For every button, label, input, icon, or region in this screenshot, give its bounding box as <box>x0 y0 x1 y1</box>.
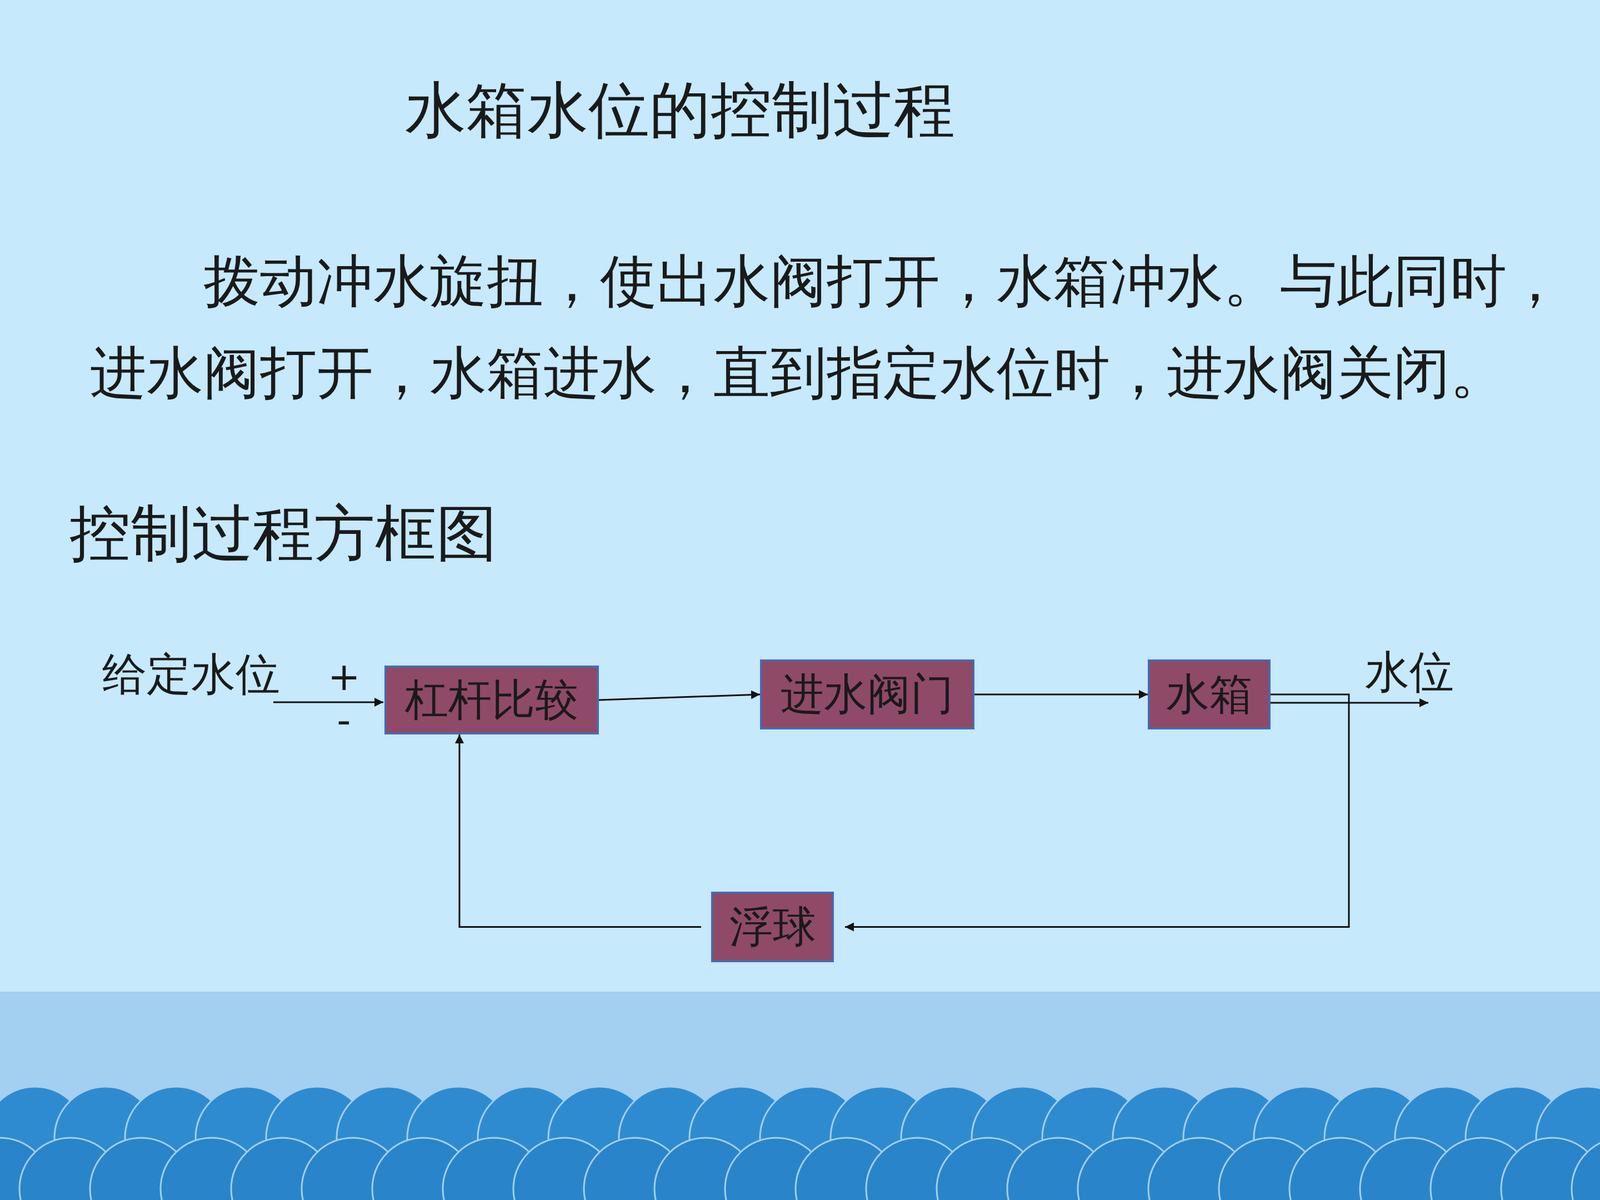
water-band <box>0 991 1600 1200</box>
output-label: 水位 <box>1365 647 1454 697</box>
flow-arrow <box>598 694 760 700</box>
flow-arrow <box>845 694 1349 928</box>
process-box: 进水阀门 <box>760 659 975 730</box>
sign-label: - <box>330 698 358 742</box>
title: 水箱水位的控制过程 <box>346 73 1014 147</box>
paragraph-text: 拨动冲水旋扭，使出水阀打开，水箱冲水。与此同时，进水阀打开，水箱进水，直到指定水… <box>90 235 1590 419</box>
section-heading: 控制过程方框图 <box>69 500 498 568</box>
box-label: 杠杆比较 <box>405 676 579 724</box>
process-box: 浮球 <box>711 891 834 963</box>
box-label: 水箱 <box>1166 670 1253 719</box>
sign-label: + <box>327 655 356 699</box>
flow-arrow <box>974 693 1148 696</box>
input-arrow <box>273 701 384 704</box>
process-box: 水箱 <box>1147 659 1271 730</box>
input-label: 给定水位 <box>102 650 280 699</box>
flow-arrow <box>459 734 702 928</box>
process-box: 杠杆比较 <box>384 665 599 735</box>
box-label: 浮球 <box>729 903 817 952</box>
wave-pattern <box>0 1083 1600 1200</box>
box-label: 进水阀门 <box>780 670 954 719</box>
